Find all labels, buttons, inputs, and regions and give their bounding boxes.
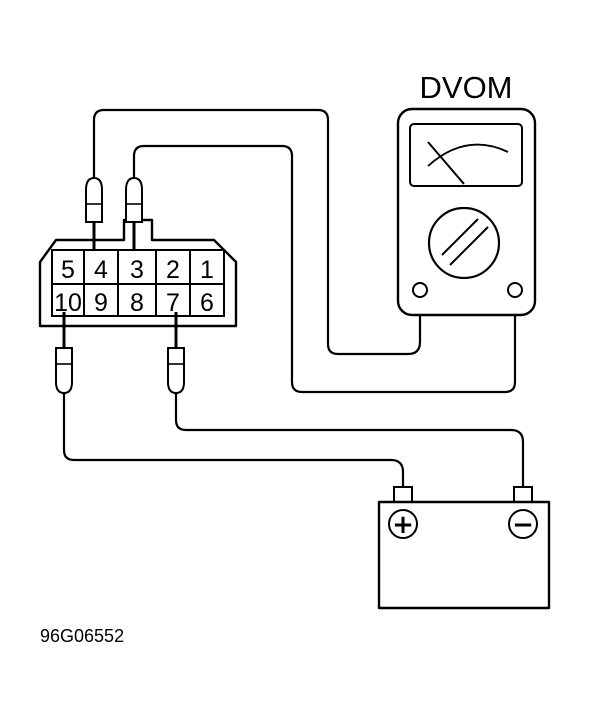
battery-terminal-negative	[513, 486, 533, 503]
wire-pin4-to-meter-left	[92, 108, 422, 356]
positive-symbol: +	[392, 510, 414, 540]
probe-pin7	[167, 312, 185, 395]
pin-label-4: 4	[94, 256, 108, 284]
pin-label-8: 8	[130, 289, 144, 317]
meter-needle	[427, 141, 465, 185]
pin-label-3: 3	[130, 256, 144, 284]
pin-label-1: 1	[200, 256, 214, 284]
dvom-meter: DVOM	[396, 70, 537, 317]
meter-jack-left	[412, 282, 428, 298]
probe-pin3	[125, 176, 143, 250]
wire-pin10-to-battery-positive	[62, 391, 405, 489]
battery: + −	[377, 486, 551, 610]
dvom-label: DVOM	[420, 70, 513, 105]
wire-pin3-to-meter-right	[132, 144, 517, 394]
meter-jack-right	[507, 282, 523, 298]
meter-display	[409, 123, 523, 187]
figure-code: 96G06552	[40, 626, 124, 646]
connector: 5 4 3 2 1 10 9 8 7 6	[38, 218, 238, 328]
pin-label-5: 5	[61, 256, 75, 284]
meter-scale-arc	[427, 143, 509, 167]
pin-label-6: 6	[200, 289, 214, 317]
pin-label-10: 10	[54, 289, 82, 317]
selector-knob-icon	[427, 206, 501, 280]
pin-label-7: 7	[166, 289, 180, 317]
pin-label-2: 2	[166, 256, 180, 284]
pin-label-9: 9	[94, 289, 108, 317]
negative-symbol: −	[512, 510, 534, 540]
negative-terminal-icon	[508, 509, 538, 539]
probe-pin10	[55, 312, 73, 395]
positive-terminal-icon	[388, 509, 418, 539]
probe-pin4	[85, 176, 103, 250]
battery-terminal-positive	[393, 486, 413, 503]
pin-grid	[51, 249, 225, 317]
wire-pin7-to-battery-negative	[174, 391, 525, 489]
connector-housing	[38, 218, 238, 328]
